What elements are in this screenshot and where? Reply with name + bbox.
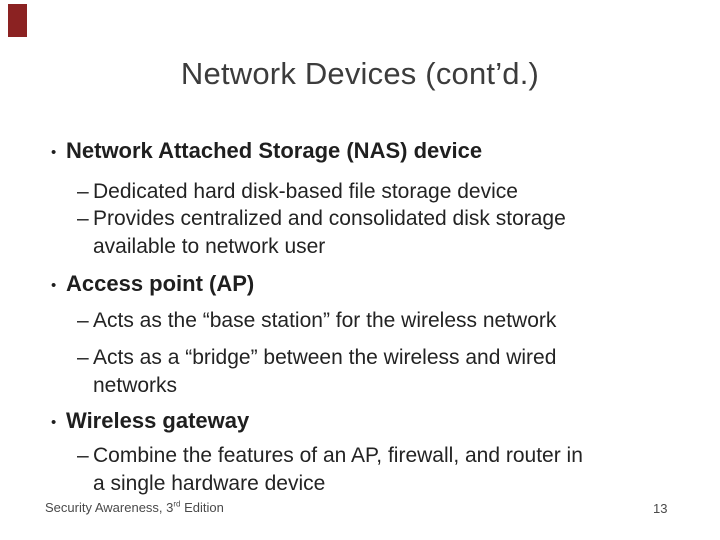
bullet-icon: • [51,414,57,431]
sub-bullet-line: Acts as the “base station” for the wirel… [93,309,557,332]
sub-bullet-line: networks [93,374,178,397]
sub-bullet-base-station: – Acts as the “base station” for the wir… [77,307,556,335]
dash-icon: – [77,346,89,369]
dash-icon: – [77,207,89,230]
sub-bullet-line: Dedicated hard disk-based file storage d… [93,180,518,203]
sub-bullet-line: available to network user [93,235,326,258]
bullet-label: Network Attached Storage (NAS) device [66,138,483,163]
page-number: 13 [653,501,668,516]
dash-icon: – [77,309,89,332]
sub-bullet-combine: – Combine the features of an AP, firewal… [77,442,583,498]
footer-text-suffix: Edition [180,500,224,515]
sub-bullet-provides: – Provides centralized and consolidated … [77,205,566,261]
sub-bullet-line: Acts as a “bridge” between the wireless … [93,346,557,369]
sub-bullet-line: Provides centralized and consolidated di… [93,207,566,230]
corner-accent-square [8,4,27,37]
bullet-icon: • [51,144,57,161]
dash-icon: – [77,444,89,467]
footer-text-prefix: Security Awareness, 3 [45,500,174,515]
sub-bullet-line: Combine the features of an AP, firewall,… [93,444,583,467]
bullet-label: Wireless gateway [66,408,250,433]
dash-icon: – [77,180,89,203]
bullet-item-nas: • Network Attached Storage (NAS) device [51,136,482,168]
footer-source: Security Awareness, 3rd Edition [45,500,224,515]
sub-bullet-bridge: – Acts as a “bridge” between the wireles… [77,344,556,400]
footer-superscript: rd [173,499,181,509]
sub-bullet-dedicated: – Dedicated hard disk-based file storage… [77,178,518,206]
bullet-item-wireless-gateway: • Wireless gateway [51,406,249,438]
bullet-label: Access point (AP) [66,271,255,296]
bullet-item-access-point: • Access point (AP) [51,269,254,301]
bullet-icon: • [51,277,57,294]
sub-bullet-line: a single hardware device [93,472,326,495]
slide-title: Network Devices (cont’d.) [180,56,540,91]
